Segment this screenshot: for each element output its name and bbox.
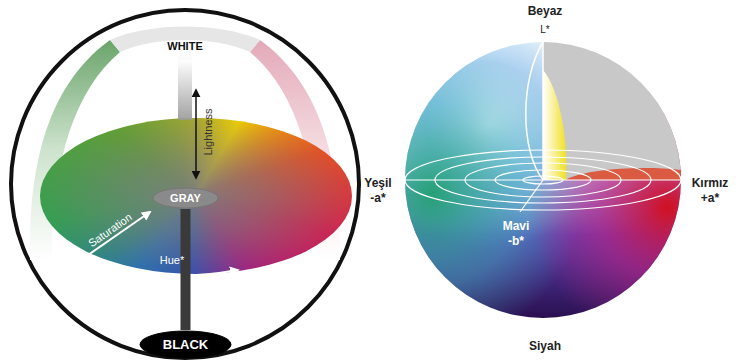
gray-ellipse: GRAY <box>152 187 219 209</box>
sphere-outline <box>11 10 359 358</box>
axis-label: -b* <box>508 235 524 248</box>
l-meridian <box>526 42 543 180</box>
red-face <box>543 168 681 180</box>
node-text: BLACK <box>163 337 209 352</box>
axis-label: -a* <box>370 192 385 205</box>
ab-grid <box>405 150 681 212</box>
pole-top <box>178 60 192 120</box>
axis-label: +a* <box>701 192 719 205</box>
axis-label: Beyaz <box>528 5 563 18</box>
axis-label: L* <box>540 24 549 35</box>
black-ellipse: BLACK <box>139 330 232 359</box>
axis-label: Hue* <box>160 254 184 266</box>
cutaway <box>543 42 681 180</box>
lightness-arrow <box>195 90 197 178</box>
top-band <box>110 27 260 53</box>
l-axis <box>542 38 544 180</box>
node-text: GRAY <box>170 192 201 204</box>
axis-label: Yeşil <box>364 177 391 190</box>
lightness-axis <box>181 209 191 330</box>
axis-label: Lightness <box>202 108 214 155</box>
axis-label: Kırmız <box>692 177 729 190</box>
axis-label: WHITE <box>167 40 202 52</box>
axis-label: Siyah <box>529 340 561 353</box>
hue-arrow <box>108 270 238 276</box>
axis-label: Mavi <box>503 220 530 233</box>
